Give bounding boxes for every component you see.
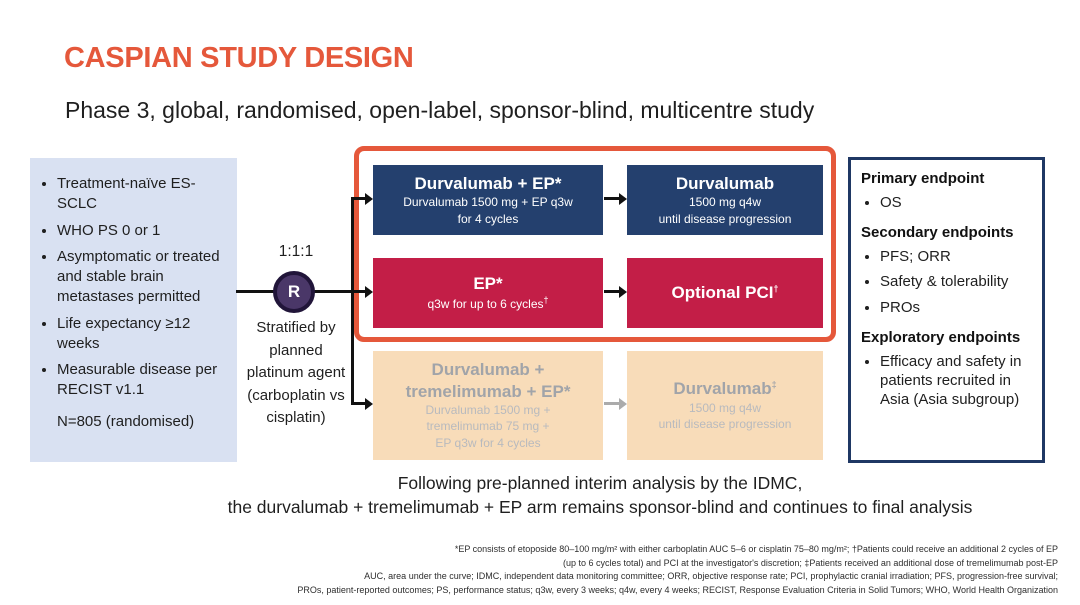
arm1-maintenance-line: 1500 mg q4w [688,195,762,210]
page-title: CASPIAN STUDY DESIGN [64,42,414,74]
randomisation-ratio: 1:1:1 [278,243,314,260]
arm1-maintenance-box: Durvalumab 1500 mg q4w until disease pro… [627,165,823,235]
arrow-right-gray-icon [604,397,627,410]
arm2-induction-line: q3w for up to 6 cycles† [427,294,548,313]
endpoint-item: PFS; ORR [880,247,1038,266]
eligibility-bullet: Life expectancy ≥12 weeks [57,314,229,354]
dagger-superscript: † [773,283,779,294]
arrow-right-icon [604,285,627,298]
randomised-count: N=805 (randomised) [57,412,195,430]
arrow-right-icon [351,192,373,205]
arm1-induction-line: for 4 cycles [457,211,519,226]
arm1-induction-line: Durvalumab 1500 mg + EP q3w [403,195,573,210]
arm3-induction-box: Durvalumab + tremelimumab + EP* Durvalum… [373,351,603,460]
endpoint-item: Safety & tolerability [880,272,1038,291]
arm1-maintenance-title: Durvalumab [675,173,775,193]
endpoint-item: Efficacy and safety in patients recruite… [880,352,1038,410]
sponsor-blind-frame [354,146,836,342]
eligibility-bullet: WHO PS 0 or 1 [57,221,229,241]
exploratory-endpoints-list: Efficacy and safety in patients recruite… [861,352,1038,410]
arm3-maintenance-text: Durvalumab [673,379,772,399]
arm2-induction-box: EP* q3w for up to 6 cycles† [373,258,603,328]
endpoint-item: OS [880,193,1038,212]
exploratory-endpoints-heading: Exploratory endpoints [861,328,1021,346]
endpoint-item: PROs [880,298,1038,317]
stratification-note: Stratified by planned platinum agent (ca… [246,319,346,426]
endpoints-panel: Primary endpoint OS Secondary endpoints … [848,157,1045,463]
eligibility-criteria-panel: Treatment-naïve ES-SCLC WHO PS 0 or 1 As… [30,158,237,462]
footnotes: *EP consists of etoposide 80–100 mg/m² w… [198,543,1058,597]
randomisation-r-badge: R [273,271,315,313]
arm3-induction-line: EP q3w for 4 cycles [435,436,541,451]
arm2-maintenance-box: Optional PCI† [627,258,823,328]
arm3-maintenance-line: 1500 mg q4w [688,400,762,415]
footnote-line: (up to 6 cycles total) and PCI at the in… [563,557,1058,568]
double-dagger-superscript: ‡ [771,379,777,390]
arm2-maintenance-text: Optional PCI [671,283,774,303]
interim-note-line: the durvalumab + tremelimumab + EP arm r… [227,496,973,517]
randomisation-r-label: R [287,282,301,301]
arm3-maintenance-box: Durvalumab‡ 1500 mg q4w until disease pr… [627,351,823,460]
arm1-maintenance-line: until disease progression [658,211,792,226]
dagger-superscript: † [543,295,549,306]
interim-note-line: Following pre-planned interim analysis b… [397,473,803,493]
footnote-line: AUC, area under the curve; IDMC, indepen… [364,571,1058,581]
arm2-maintenance-title: Optional PCI† [671,282,778,303]
footnote-line: *EP consists of etoposide 80–100 mg/m² w… [454,544,1058,554]
primary-endpoint-list: OS [861,193,1038,212]
arm2-induction-title: EP* [473,274,503,294]
page-subtitle: Phase 3, global, randomised, open-label,… [65,97,815,123]
arrow-right-icon [351,397,373,410]
eligibility-bullet-list: Treatment-naïve ES-SCLC WHO PS 0 or 1 As… [36,174,229,400]
arrow-right-icon [604,192,627,205]
footnote-line: PROs, patient-reported outcomes; PS, per… [297,584,1058,595]
eligibility-bullet: Treatment-naïve ES-SCLC [57,174,229,214]
arm3-maintenance-line: until disease progression [658,417,792,432]
secondary-endpoints-list: PFS; ORR Safety & tolerability PROs [861,247,1038,317]
arrow-right-icon [351,285,373,298]
arm3-maintenance-title: Durvalumab‡ [673,378,776,399]
arm3-induction-line: Durvalumab 1500 mg + [425,402,551,417]
interim-analysis-note: Following pre-planned interim analysis b… [120,472,1080,519]
primary-endpoint-heading: Primary endpoint [861,170,985,187]
arm1-induction-box: Durvalumab + EP* Durvalumab 1500 mg + EP… [373,165,603,235]
secondary-endpoints-heading: Secondary endpoints [861,224,1014,242]
eligibility-bullet: Measurable disease per RECIST v1.1 [57,360,229,400]
branch-line [351,197,354,405]
arm3-induction-title: Durvalumab + tremelimumab + EP* [405,360,571,401]
eligibility-bullet: Asymptomatic or treated and stable brain… [57,247,229,306]
arm3-induction-line: tremelimumab 75 mg + [426,419,550,434]
arm1-induction-title: Durvalumab + EP* [414,173,562,193]
arm2-induction-text: q3w for up to 6 cycles [427,297,544,312]
